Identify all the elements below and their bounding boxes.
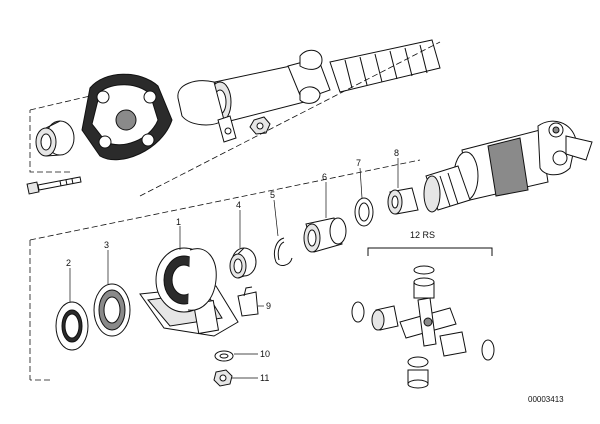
- callout-9: 9: [266, 301, 271, 311]
- assembly-outline: [29, 41, 441, 381]
- center-bearing-parts: [55, 187, 419, 387]
- callout-5: 5: [270, 190, 275, 200]
- part-9-clip: [237, 291, 259, 317]
- callout-8: 8: [394, 148, 399, 158]
- part-5-circlip: [273, 237, 293, 266]
- callout-7: 7: [356, 158, 361, 168]
- callout-4: 4: [236, 200, 241, 210]
- callout-12-rs: 12 RS: [410, 230, 435, 240]
- front-propeller-shaft: [26, 39, 441, 195]
- universal-joint-repair-set: [351, 247, 495, 389]
- callout-2: 2: [66, 258, 71, 268]
- drawing-number: 00003413: [528, 395, 564, 404]
- callout-6: 6: [322, 172, 327, 182]
- callout-11: 11: [260, 373, 269, 383]
- callout-labels: 1 2 3 4 5 6 7 8 9 10 11 12 RS: [66, 148, 435, 383]
- callout-3: 3: [104, 240, 109, 250]
- callout-10: 10: [260, 349, 270, 359]
- callout-1: 1: [176, 217, 181, 227]
- rear-propeller-shaft: [423, 120, 593, 213]
- leader-lines: [69, 158, 399, 379]
